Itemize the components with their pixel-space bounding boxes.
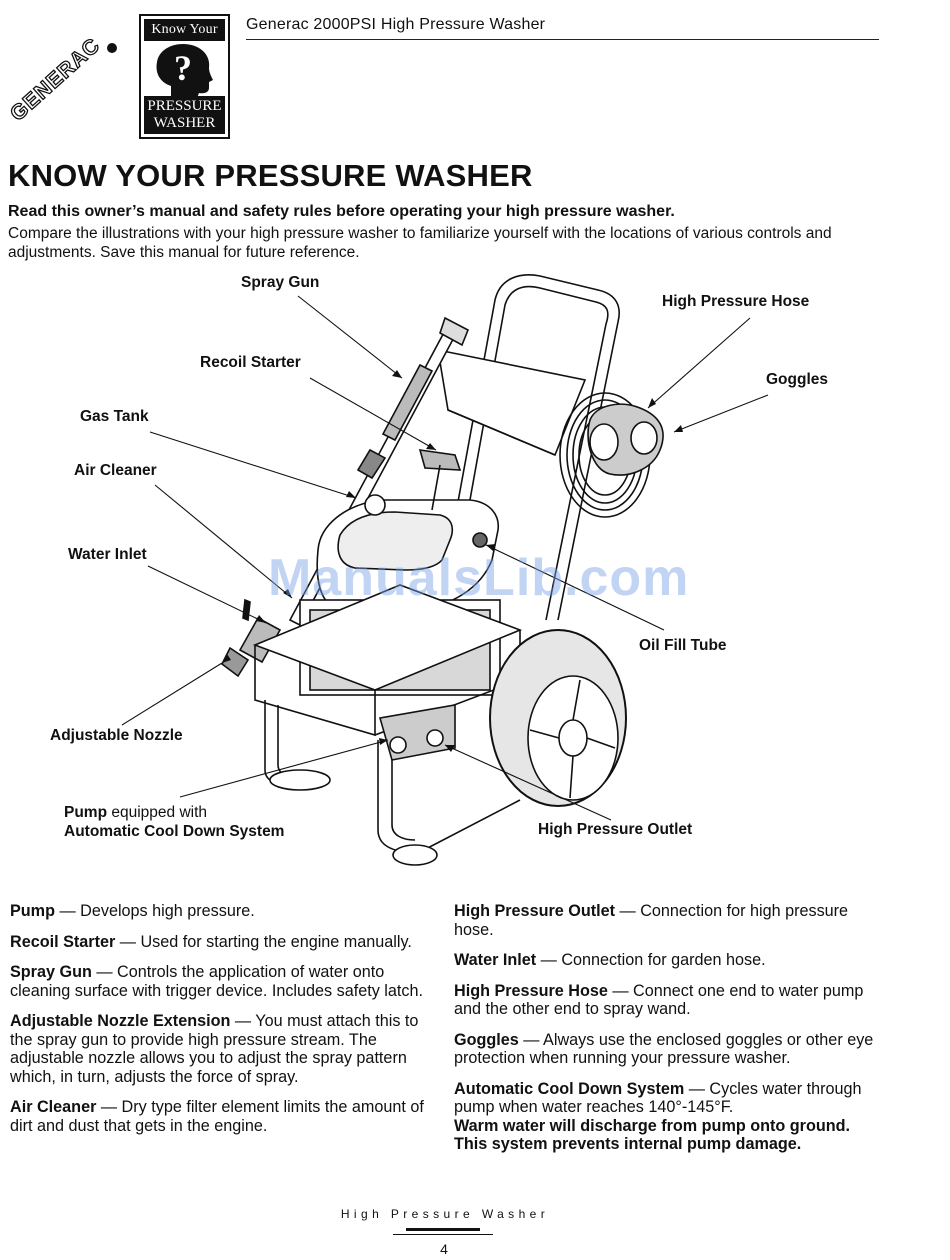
descriptions-right-column: High Pressure Outlet — Connection for hi… [454,902,874,1166]
header-title: Generac 2000PSI High Pressure Washer [246,16,546,33]
footer-label: High Pressure Washer [340,1207,550,1221]
text-goggles: — Always use the enclosed goggles or oth… [454,1030,874,1068]
generac-logo: GENERAC [8,33,117,126]
text-recoil-starter: — Used for starting the engine manually. [115,932,412,951]
description-goggles: Goggles — Always use the enclosed goggle… [454,1031,874,1068]
badge-bottom-line1: PRESSURE [147,98,222,114]
term-pump: Pump [10,902,55,920]
callout-cool-down-system: Automatic Cool Down System [64,823,285,840]
description-water-inlet: Water Inlet — Connection for garden hose… [454,951,874,970]
callout-water-inlet: Water Inlet [68,546,147,563]
descriptions-left-column: Pump — Develops high pressure. Recoil St… [10,902,445,1147]
pressure-washer-diagram: Spray Gun Recoil Starter Gas Tank Air Cl… [0,265,950,880]
text-water-inlet: — Connection for garden hose. [536,951,766,969]
text-spray-gun: — Controls the application of water onto… [10,963,423,1000]
svg-text:?: ? [174,48,192,88]
callout-pump: Pump equipped with [64,804,207,822]
know-your-badge: Know Your ? PRESSURE WASHER [139,14,230,139]
text-adjustable-nozzle: — You must attach this to the spray gun … [10,1012,419,1086]
term-spray-gun: Spray Gun [10,963,92,981]
description-recoil-starter: Recoil Starter — Used for starting the e… [10,933,445,952]
text-air-cleaner: — Dry type filter element limits the amo… [10,1098,424,1135]
callout-air-cleaner: Air Cleaner [74,462,157,479]
term-goggles: Goggles [454,1030,519,1049]
warning-cool-down-system: Warm water will discharge from pump onto… [454,1116,851,1154]
description-air-cleaner: Air Cleaner — Dry type filter element li… [10,1098,445,1135]
head-question-icon: ? [156,44,213,98]
brand-logo-text: GENERAC [8,34,105,126]
term-high-pressure-outlet: High Pressure Outlet [454,902,616,920]
description-spray-gun: Spray Gun — Controls the application of … [10,963,445,1000]
callout-high-pressure-outlet: High Pressure Outlet [538,821,693,838]
pressure-washer-illustration [121,274,769,866]
text-cool-down-system: — Cycles water through pump when water r… [454,1079,862,1117]
text-pump: — Develops high pressure. [54,902,255,920]
description-pump: Pump — Develops high pressure. [10,902,445,921]
callout-adjustable-nozzle: Adjustable Nozzle [50,727,183,744]
term-adjustable-nozzle: Adjustable Nozzle Extension [10,1012,231,1030]
callout-gas-tank: Gas Tank [80,408,149,425]
footer-rule-thin [393,1234,493,1235]
watermark: ManualsLib.com [268,549,690,607]
callout-high-pressure-hose: High Pressure Hose [662,293,810,310]
page-title: KNOW YOUR PRESSURE WASHER [8,158,533,193]
callout-spray-gun: Spray Gun [241,274,320,291]
term-cool-down-system: Automatic Cool Down System [454,1079,685,1098]
term-air-cleaner: Air Cleaner [10,1098,97,1116]
description-high-pressure-hose: High Pressure Hose — Connect one end to … [454,982,874,1019]
term-recoil-starter: Recoil Starter [10,932,116,951]
term-high-pressure-hose: High Pressure Hose [454,981,608,1000]
page-number: 4 [440,1241,448,1257]
intro-text: Compare the illustrations with your high… [8,225,832,261]
description-high-pressure-outlet: High Pressure Outlet — Connection for hi… [454,902,874,939]
badge-top-label: Know Your [144,19,225,41]
header-rule [246,39,879,40]
badge-bottom-line2: WASHER [153,115,216,131]
badge-bottom-label: PRESSURE WASHER [144,96,225,134]
callout-oil-fill-tube: Oil Fill Tube [639,637,727,654]
description-cool-down-system: Automatic Cool Down System — Cycles wate… [454,1080,874,1154]
callout-goggles: Goggles [766,371,829,388]
callout-recoil-starter: Recoil Starter [200,354,301,371]
callout-pump-bold: Pump [64,804,108,821]
footer-rule [406,1228,480,1231]
description-adjustable-nozzle: Adjustable Nozzle Extension — You must a… [10,1012,445,1086]
intro-bold-text: Read this owner’s manual and safety rule… [8,203,675,220]
term-water-inlet: Water Inlet [454,951,537,969]
callout-pump-plain: equipped with [107,804,208,821]
text-high-pressure-outlet: — Connection for high pressure hose. [454,902,849,939]
text-high-pressure-hose: — Connect one end to water pump and the … [454,981,864,1019]
